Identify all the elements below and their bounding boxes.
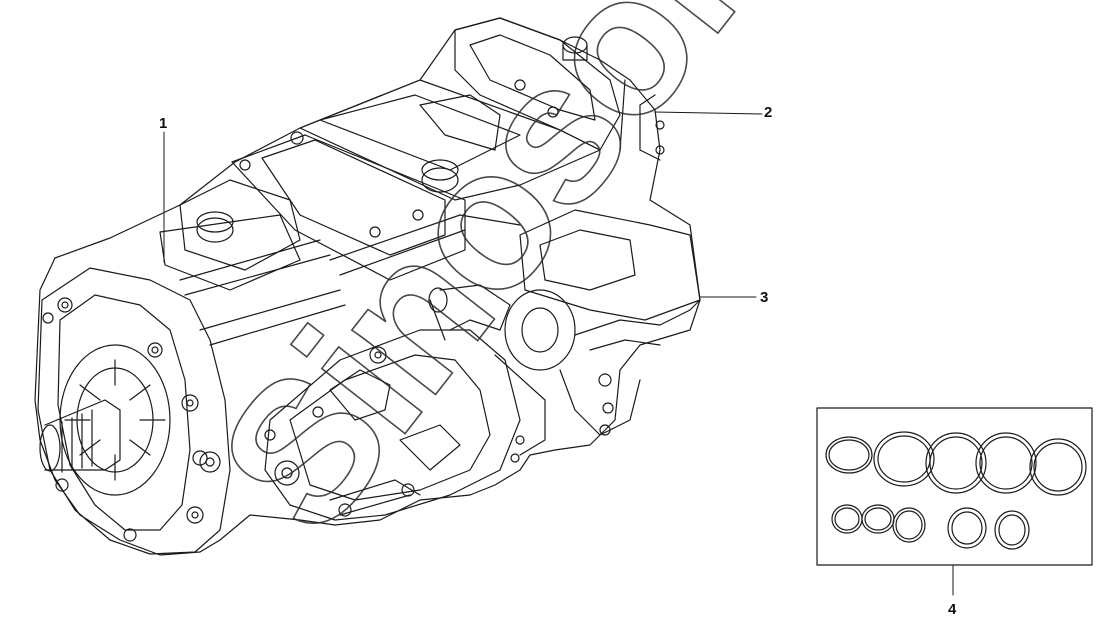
callout-3: 3 xyxy=(760,289,769,306)
callout-1: 1 xyxy=(159,115,168,132)
callout-4: 4 xyxy=(948,601,957,618)
leader-lines xyxy=(163,111,954,596)
seal-kit xyxy=(816,407,1093,566)
callout-2: 2 xyxy=(764,104,773,121)
watermark: Sinosoft xyxy=(175,0,818,572)
pump-assembly xyxy=(34,17,701,556)
watermark-text: Sinosoft xyxy=(176,0,817,571)
